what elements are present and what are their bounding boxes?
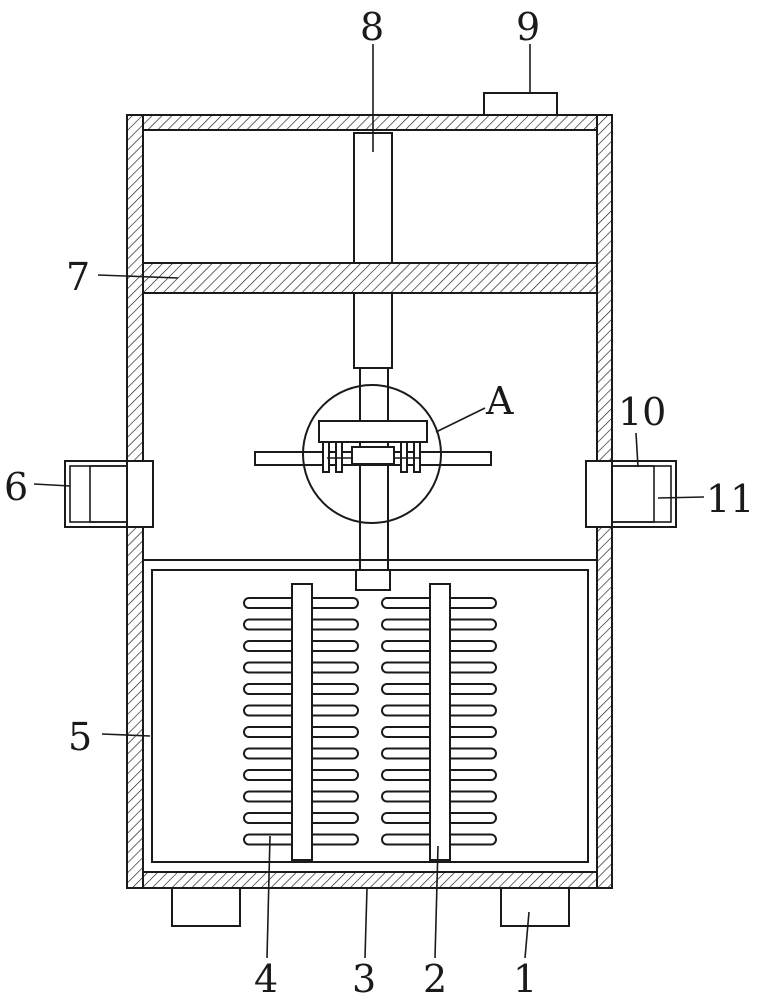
motor-lower xyxy=(353,292,393,369)
label-2: 2 xyxy=(423,957,447,1000)
label-5: 5 xyxy=(68,715,92,759)
label-9: 9 xyxy=(516,5,540,49)
label-1: 1 xyxy=(513,957,537,1000)
label-11: 11 xyxy=(706,477,754,521)
label-6: 6 xyxy=(4,465,28,509)
drive-shaft xyxy=(359,367,389,591)
motor-upper xyxy=(353,132,393,264)
left-side-handle xyxy=(64,460,154,528)
inner-box xyxy=(151,569,589,863)
filter-plate-right xyxy=(429,583,451,861)
mount-plate xyxy=(318,420,428,443)
detail-circle xyxy=(302,384,442,524)
label-10: 10 xyxy=(618,390,666,434)
foot-left xyxy=(171,887,241,927)
filter-plate-left xyxy=(291,583,313,861)
housing-bottom-wall xyxy=(126,871,613,889)
top-cap xyxy=(483,92,558,116)
foot-right xyxy=(500,887,570,927)
leader-lines xyxy=(33,44,705,959)
center-hub xyxy=(351,446,395,465)
label-7: 7 xyxy=(66,255,90,299)
label-8: 8 xyxy=(360,5,384,49)
housing-top-wall xyxy=(126,114,613,131)
right-side-handle xyxy=(585,460,677,528)
partition-plate xyxy=(142,262,598,294)
label-3: 3 xyxy=(352,957,376,1000)
label-4: 4 xyxy=(254,957,278,1000)
filter-fins xyxy=(243,597,497,846)
label-a: A xyxy=(485,379,514,423)
detail-a-assembly xyxy=(254,384,492,524)
